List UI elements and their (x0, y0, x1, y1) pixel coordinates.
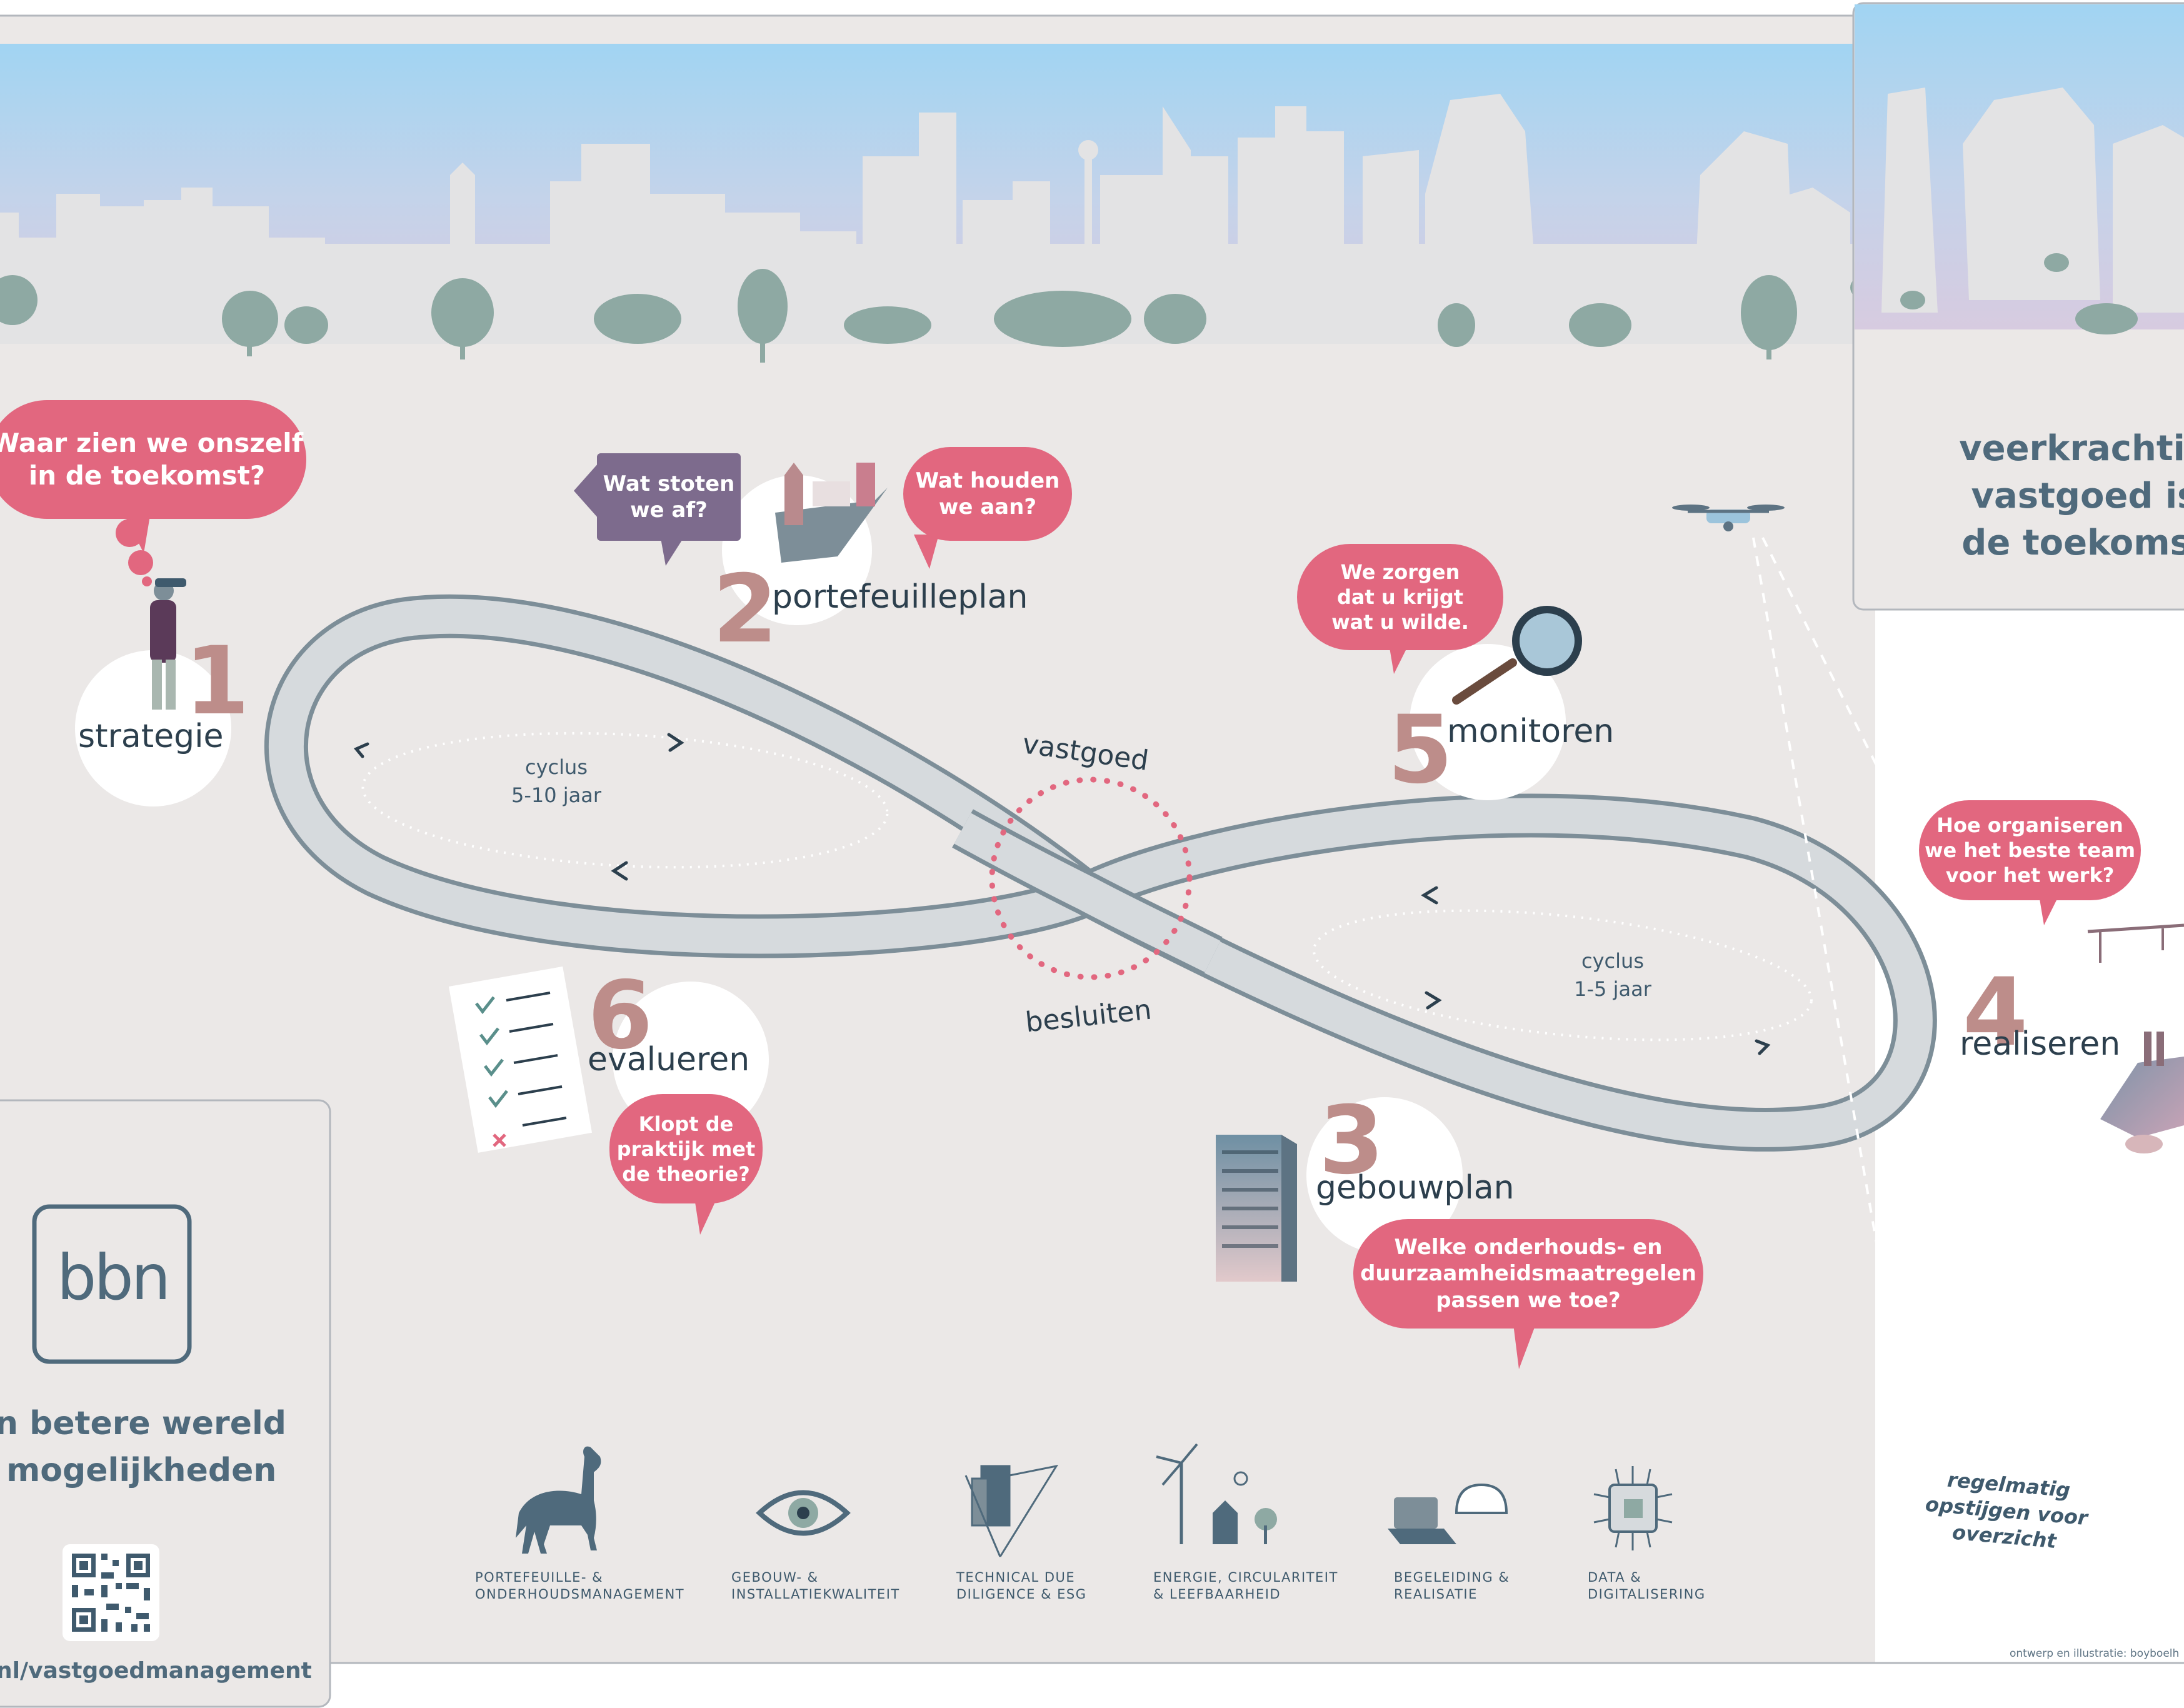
bubble-tail (574, 463, 599, 519)
step-6-label: evalueren (588, 1041, 750, 1078)
laptop-helmet-icon (1388, 1483, 1508, 1544)
wind-turbine-icon (1156, 1443, 1277, 1544)
bbn-logo-frame (32, 1204, 192, 1364)
step-3-number: 3 (1319, 1087, 1385, 1195)
step-6-number: 6 (588, 962, 653, 1070)
thought-dot (116, 519, 144, 547)
brand-logo-text: bbn (56, 1241, 171, 1314)
ship-illustration (775, 463, 888, 563)
category-portfolio-label: PORTEFEUILLE- &ONDERHOUDSMANAGEMENT (475, 1570, 685, 1602)
team-tablet-illustration (2087, 923, 2184, 1153)
office-tower-illustration (1216, 1135, 1297, 1282)
thought-dot (133, 556, 144, 568)
step-5-label: monitoren (1447, 713, 1615, 750)
page-title: veerkrachtig vastgoed is de toekomst (1959, 428, 2184, 564)
drone-icon (1672, 505, 1785, 531)
step-3-label: gebouwplan (1316, 1169, 1515, 1207)
step-5-number: 5 (1388, 696, 1453, 805)
step-2-number: 2 (713, 555, 778, 664)
step-2-label: portefeuilleplan (772, 578, 1028, 616)
brand-tagline: n betere wereld mogelijkheden (0, 1405, 287, 1490)
person-binoculars-illustration (128, 550, 186, 710)
horse-icon (516, 1446, 601, 1554)
decision-circle (989, 776, 1193, 980)
step-1-label: strategie (78, 718, 224, 755)
chip-icon (1593, 1466, 1673, 1550)
magnifying-glass-icon (1452, 606, 1582, 705)
category-data-label: DATA &DIGITALISERING (1588, 1570, 1706, 1602)
design-credit: ontwerp en illustratie: boyboelh (2010, 1647, 2180, 1660)
eye-icon (756, 1490, 851, 1536)
brand-url-link[interactable]: nl/vastgoedmanagement (0, 1658, 312, 1684)
category-realisation-label: BEGELEIDING &REALISATIE (1394, 1570, 1510, 1602)
step-4-number: 4 (1963, 958, 2028, 1067)
drone-note-bubble (1897, 1450, 2116, 1575)
infinity-loop-road (264, 594, 1937, 1152)
building-blocks-icon (964, 1464, 1059, 1557)
step-1-number: 1 (184, 627, 250, 736)
bubble-tail (914, 535, 939, 569)
category-installation-label: GEBOUW- &INSTALLATIEKWALITEIT (731, 1570, 900, 1602)
category-energy-label: ENERGIE, CIRCULARITEIT& LEEFBAARHEID (1153, 1570, 1338, 1602)
step-4-label: realiseren (1960, 1025, 2121, 1063)
qr-code (63, 1544, 159, 1641)
checklist-illustration (448, 966, 593, 1153)
